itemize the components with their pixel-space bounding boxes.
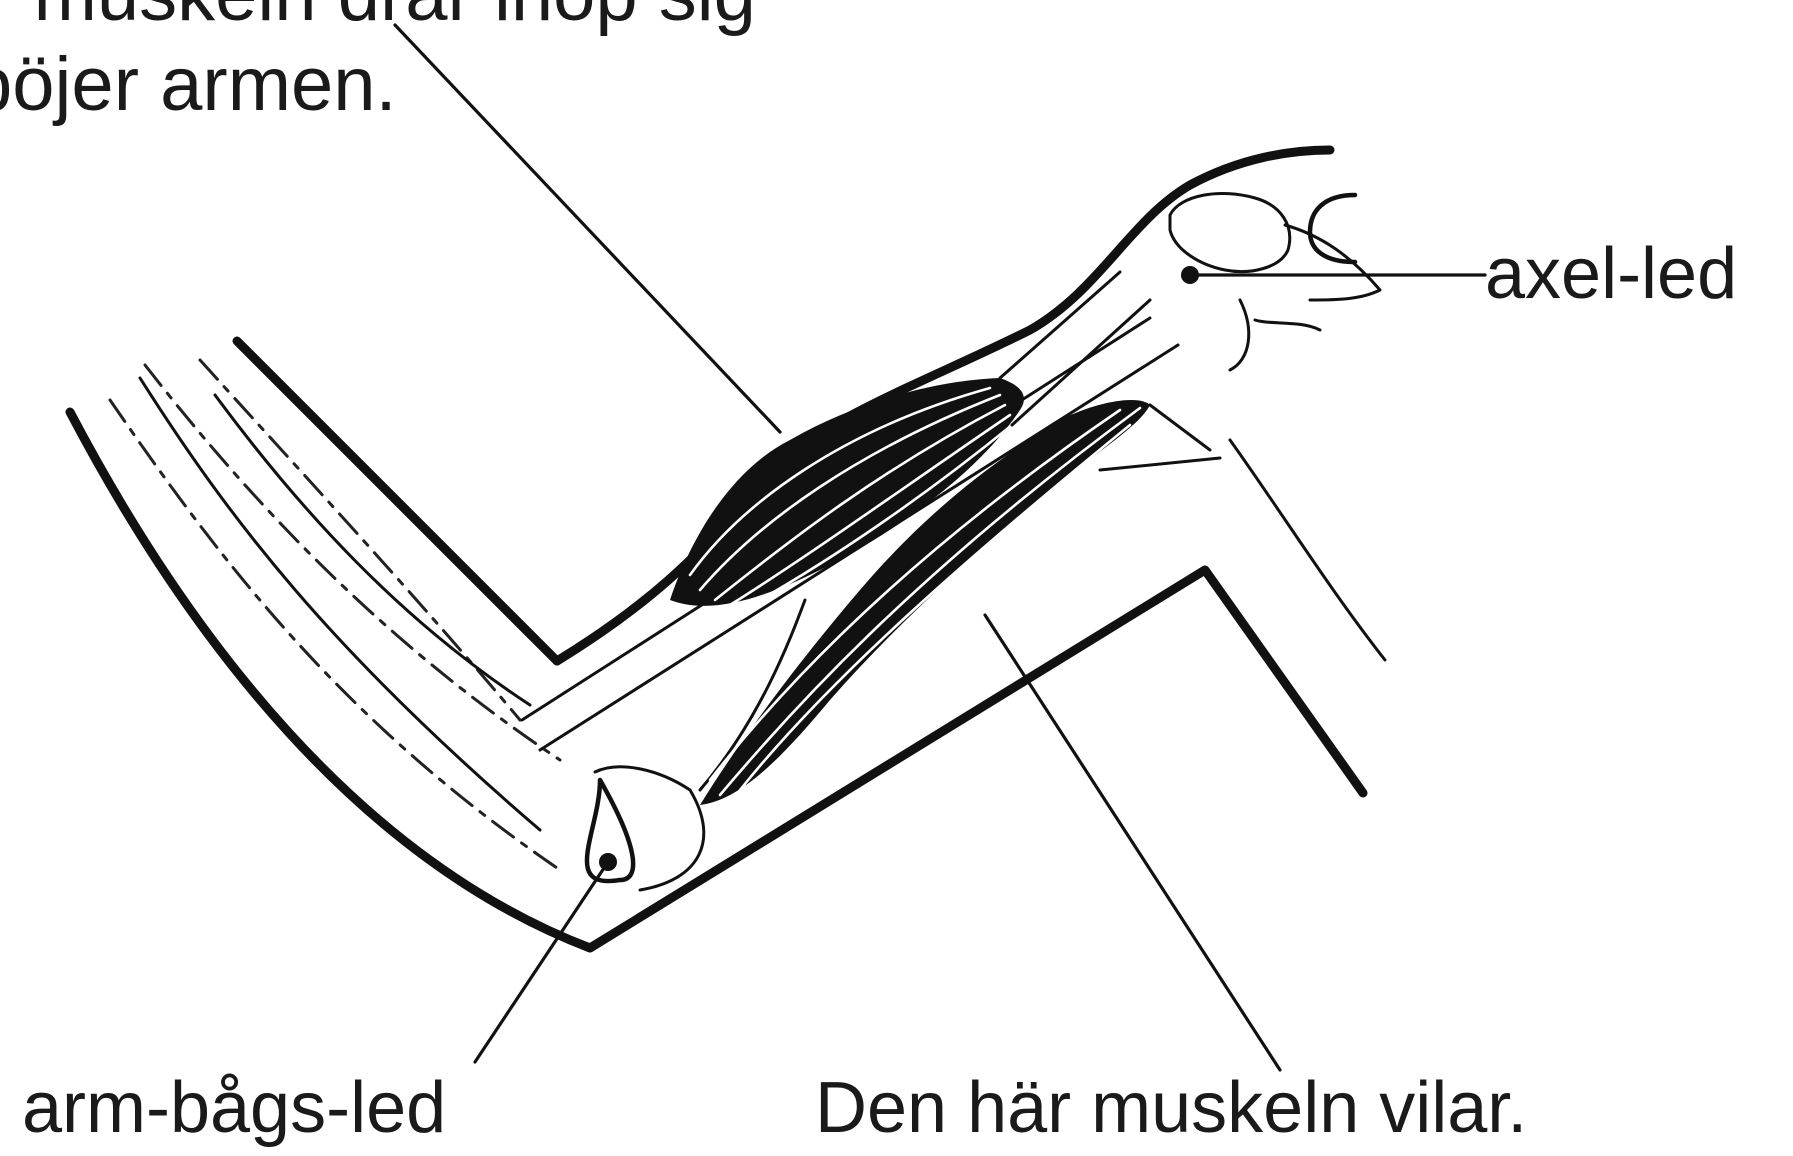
caption-line-2: böjer armen. [0,42,397,127]
leader-elbow-joint [475,862,608,1062]
caption-line-1: När muskeln drar ihop sig [0,0,756,37]
label-elbow-joint: arm-bågs-led [22,1068,446,1148]
shoulder-bones [1170,193,1380,370]
leader-resting-muscle [985,615,1280,1070]
label-resting-muscle: Den här muskeln vilar. [815,1068,1527,1148]
label-shoulder-joint: axel-led [1485,234,1737,314]
leader-contracting-muscle [395,25,780,432]
